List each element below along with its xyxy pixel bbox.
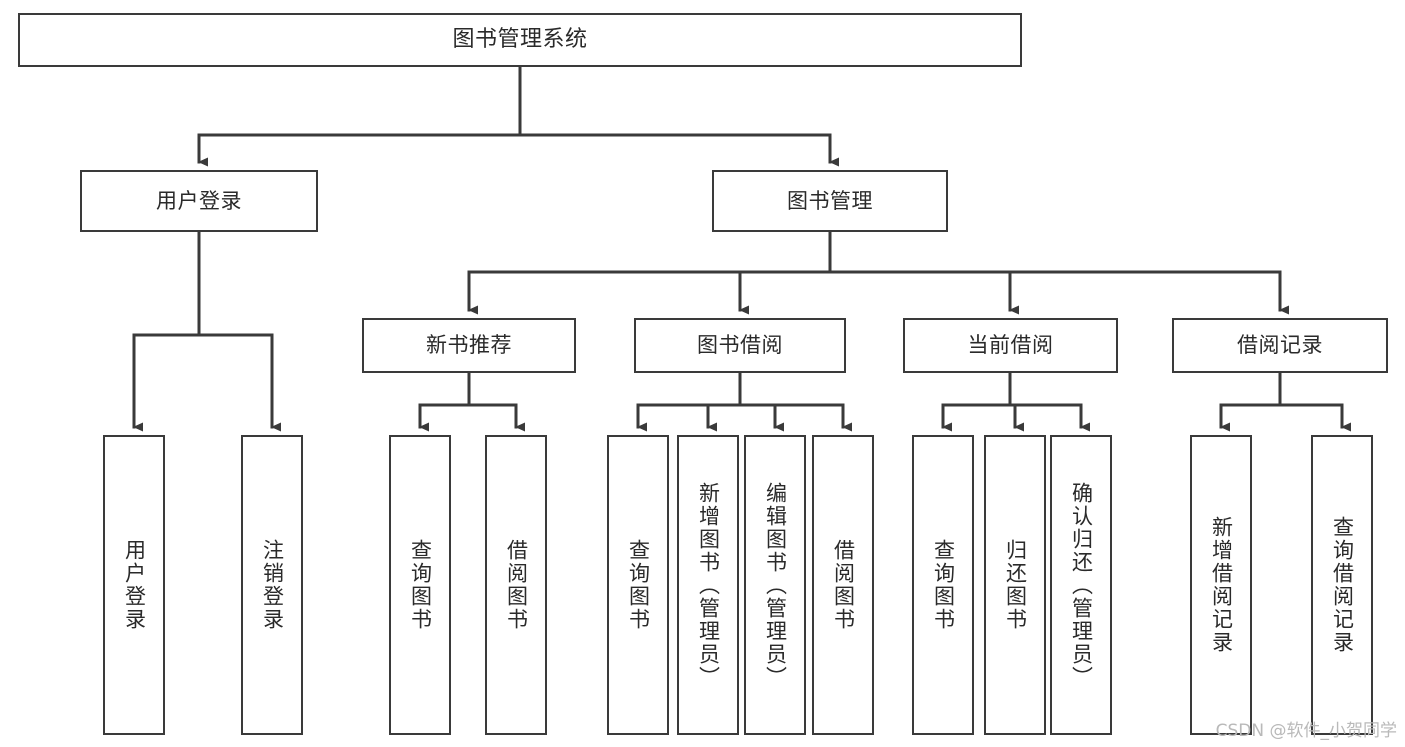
node-leaf-edit-book-admin[interactable]: 编辑图书（管理员）	[744, 435, 806, 735]
node-book-management[interactable]: 图书管理	[712, 170, 948, 232]
node-leaf-query-books-bb[interactable]: 查询图书	[607, 435, 669, 735]
connector-bookborrow-to-leaves	[636, 371, 852, 432]
node-leaf-return-books[interactable]: 归还图书	[984, 435, 1046, 735]
node-label: 图书管理系统	[452, 27, 588, 53]
node-leaf-confirm-return-admin[interactable]: 确认归还（管理员）	[1050, 435, 1112, 735]
connector-root-to-tier1	[197, 65, 839, 167]
node-leaf-user-login[interactable]: 用户登录	[103, 435, 165, 735]
node-label: 新书推荐	[426, 333, 512, 358]
node-label: 借阅记录	[1237, 333, 1323, 358]
connector-bookmanage-to-tier2	[467, 230, 1289, 315]
node-label: 查询图书	[408, 539, 433, 631]
node-leaf-query-books-nb[interactable]: 查询图书	[389, 435, 451, 735]
node-leaf-query-books-cb[interactable]: 查询图书	[912, 435, 974, 735]
node-current-borrowings[interactable]: 当前借阅	[903, 318, 1118, 373]
node-label: 注销登录	[260, 539, 285, 631]
node-label: 借阅图书	[504, 539, 529, 631]
node-root-book-management-system[interactable]: 图书管理系统	[18, 13, 1022, 67]
node-borrowing-records[interactable]: 借阅记录	[1172, 318, 1388, 373]
node-label: 用户登录	[156, 188, 242, 213]
node-label: 新增借阅记录	[1209, 516, 1234, 654]
node-label: 当前借阅	[967, 333, 1054, 358]
node-leaf-query-borrow-record[interactable]: 查询借阅记录	[1311, 435, 1373, 735]
node-label: 借阅图书	[831, 539, 856, 631]
connector-newbookrec-to-leaves	[418, 371, 525, 432]
connector-currentborrow-to-leaves	[941, 371, 1090, 432]
node-label: 归还图书	[1003, 539, 1028, 631]
connector-borrowrecord-to-leaves	[1219, 371, 1351, 432]
node-label: 编辑图书（管理员）	[763, 481, 788, 689]
node-label: 确认归还（管理员）	[1069, 481, 1094, 689]
node-leaf-borrow-books-bb[interactable]: 借阅图书	[812, 435, 874, 735]
node-label: 查询图书	[931, 539, 956, 631]
node-label: 查询借阅记录	[1330, 516, 1355, 654]
connector-userlogin-to-leaves	[132, 230, 281, 432]
node-leaf-borrow-books-nb[interactable]: 借阅图书	[485, 435, 547, 735]
node-label: 查询图书	[626, 539, 651, 631]
node-user-login[interactable]: 用户登录	[80, 170, 318, 232]
node-label: 图书管理	[787, 188, 873, 213]
node-leaf-add-borrow-record[interactable]: 新增借阅记录	[1190, 435, 1252, 735]
node-label: 用户登录	[122, 539, 147, 631]
node-leaf-add-book-admin[interactable]: 新增图书（管理员）	[677, 435, 739, 735]
watermark: CSDN @软件_小贺同学	[1215, 721, 1397, 741]
node-book-borrowing[interactable]: 图书借阅	[634, 318, 846, 373]
node-label: 图书借阅	[697, 333, 783, 358]
node-leaf-user-logout[interactable]: 注销登录	[241, 435, 303, 735]
node-label: 新增图书（管理员）	[696, 481, 721, 689]
node-new-book-recommendation[interactable]: 新书推荐	[362, 318, 576, 373]
